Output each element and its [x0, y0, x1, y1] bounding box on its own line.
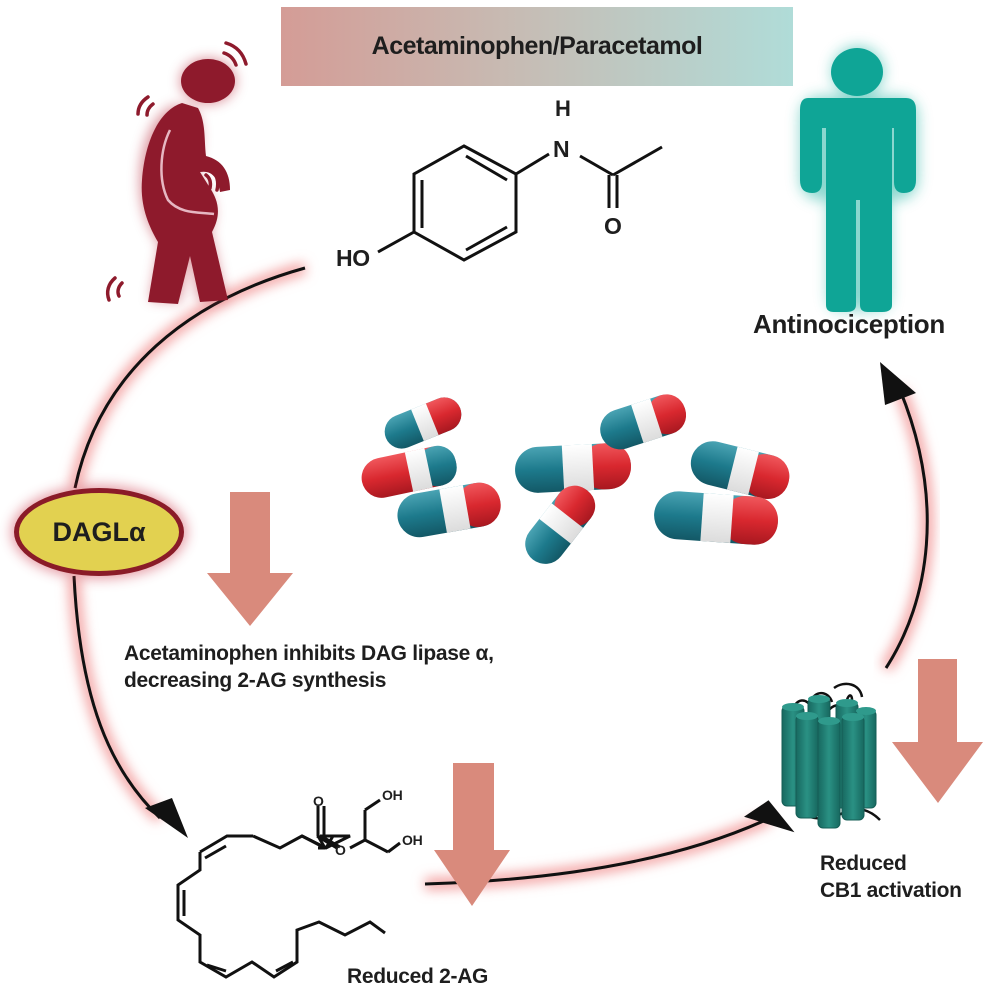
arrowhead-icon [145, 798, 188, 838]
down-arrow-icon [892, 659, 983, 803]
atom-label-oh-1: OH [382, 787, 403, 803]
atom-label-n: N [553, 136, 570, 162]
down-arrow-icon [434, 763, 510, 906]
atom-label-o: O [604, 213, 622, 239]
capsule-pills-icon [361, 394, 790, 564]
product-label: Reduced 2-AG [347, 965, 489, 988]
outcome-label: Antinociception [753, 309, 945, 339]
cycle-arrow-cb1-antinociception [880, 362, 934, 672]
page-title: Acetaminophen/Paracetamol [371, 32, 703, 60]
atom-label-o-ester: O [335, 842, 346, 858]
2ag-structure [176, 834, 386, 979]
2ag-structure-head [316, 798, 401, 854]
atom-label-o-carbonyl: O [313, 793, 324, 809]
title-banner: Acetaminophen/Paracetamol [281, 7, 793, 86]
cycle-arrow-hoto-dagl [69, 262, 307, 490]
arrowhead-icon [744, 800, 795, 833]
mechanism-line-2: decreasing 2-AG synthesis [124, 669, 387, 692]
enzyme-dagl-alpha: DAGLα [14, 488, 184, 576]
receptor-label: Reduced CB1 activation [820, 850, 962, 904]
atom-label-h: H [555, 96, 571, 121]
receptor-label-line-2: CB1 activation [820, 879, 962, 902]
cycle-arrow-dagl-2ag [68, 575, 188, 838]
acetaminophen-structure [377, 144, 663, 262]
down-arrow-icon [207, 492, 293, 626]
receptor-label-line-1: Reduced [820, 852, 907, 875]
pain-person-icon [105, 41, 248, 304]
atom-label-ho: HO [336, 245, 370, 271]
mechanism-line-1: Acetaminophen inhibits DAG lipase α, [124, 642, 494, 665]
arrowhead-icon [880, 362, 916, 405]
healthy-person-icon [800, 46, 918, 312]
mechanism-text: Acetaminophen inhibits DAG lipase α, dec… [124, 640, 494, 694]
atom-label-oh-2: OH [402, 832, 423, 848]
enzyme-label: DAGLα [52, 516, 146, 547]
cb1-receptor-icon [781, 682, 881, 829]
